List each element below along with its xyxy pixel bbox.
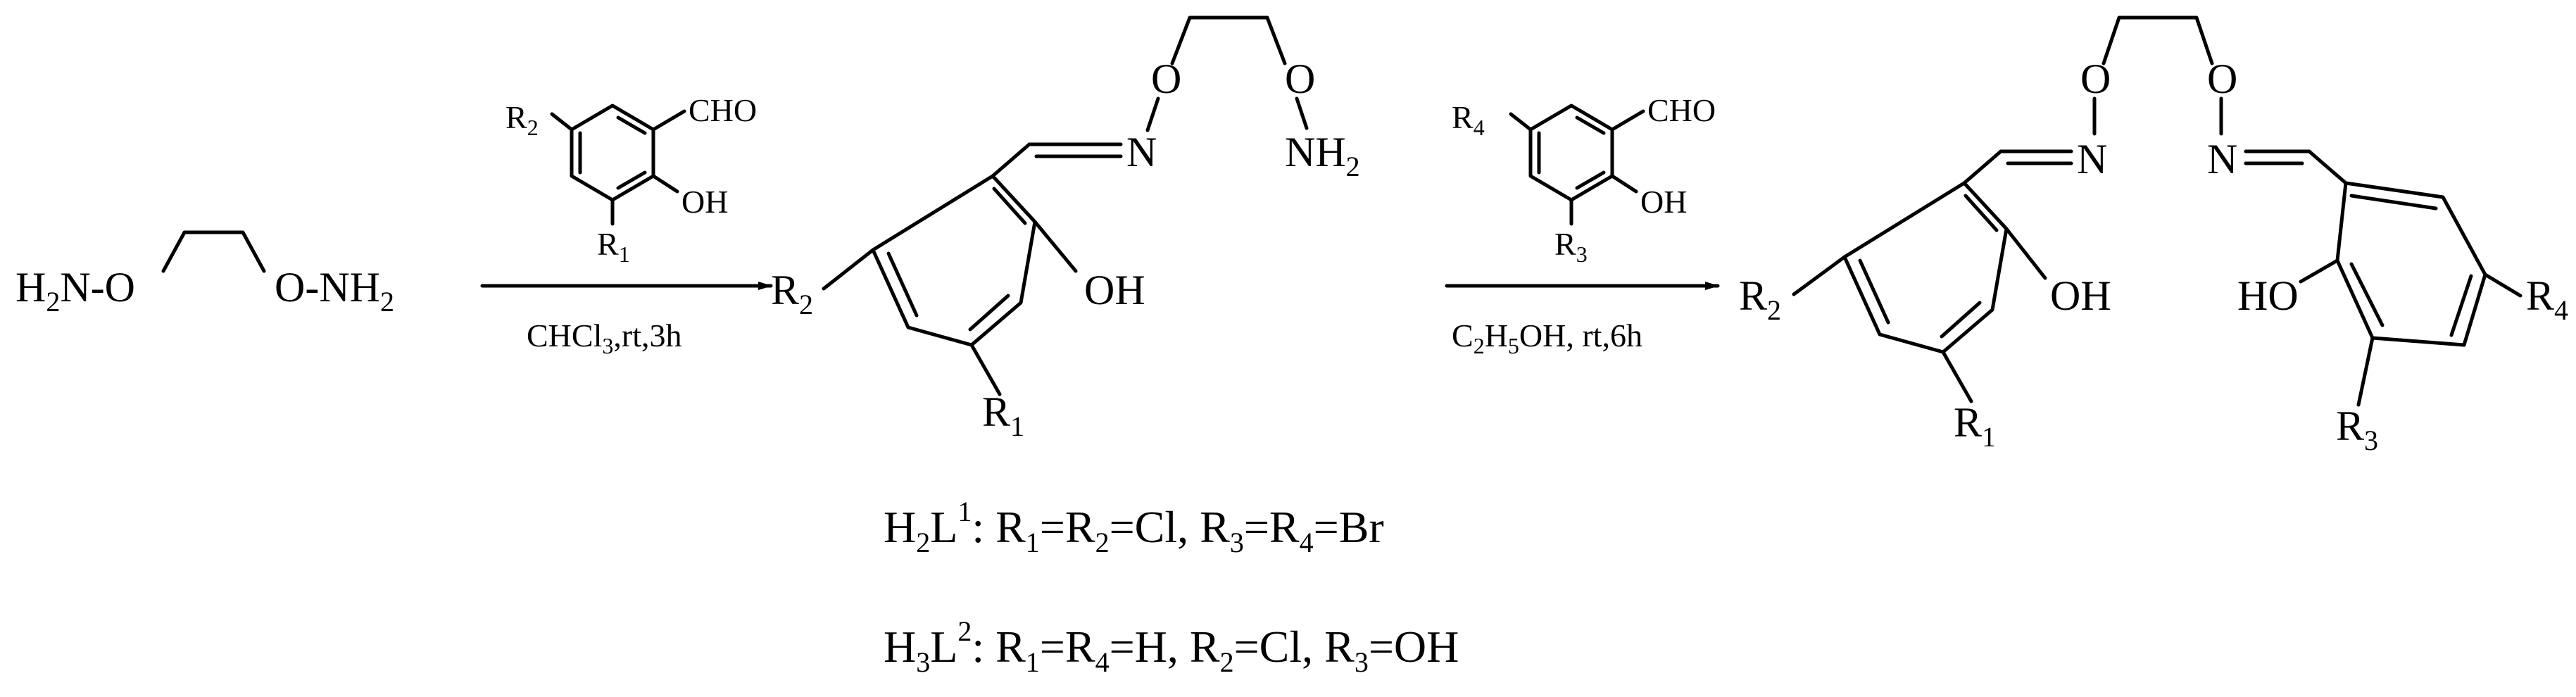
intermediate-r1-label: R1 bbox=[982, 389, 1024, 442]
intermediate-o1-label: O bbox=[1151, 56, 1181, 102]
conditions-2: C2H5OH, rt,6h bbox=[1452, 318, 1642, 358]
reagent2-oh-label: OH bbox=[1640, 184, 1687, 220]
intermediate: O N O NH2 OH R2 R1 bbox=[771, 15, 1360, 442]
start-right-group: O-NH2 bbox=[275, 264, 394, 318]
product-ho-label: HO bbox=[2237, 272, 2299, 319]
product-o-right-label: O bbox=[2207, 56, 2237, 102]
product-n-right-label: N bbox=[2207, 136, 2237, 182]
reagent-2: R4 CHO OH R3 bbox=[1452, 92, 1716, 267]
product-r1-label: R1 bbox=[1954, 399, 1996, 453]
intermediate-o2-label: O bbox=[1285, 56, 1315, 102]
reagent1-r1-label: R1 bbox=[597, 226, 630, 267]
definition-h2l1: H2L1: R1=R2=Cl, R3=R4=Br bbox=[884, 496, 1384, 558]
reagent1-r2-label: R2 bbox=[505, 99, 539, 140]
reagent2-r4-label: R4 bbox=[1452, 99, 1485, 140]
product-r2-label: R2 bbox=[1739, 272, 1781, 326]
definition-h3l2: H3L2: R1=R4=H, R2=Cl, R3=OH bbox=[884, 615, 1459, 678]
reagent2-cho-label: CHO bbox=[1647, 92, 1716, 128]
reagent2-r3-label: R3 bbox=[1554, 226, 1588, 267]
intermediate-oh-label: OH bbox=[1084, 267, 1145, 313]
start-ethylene-bridge bbox=[161, 230, 266, 273]
start-left-group: H2N-O bbox=[15, 264, 135, 318]
reagent1-oh-label: OH bbox=[681, 184, 728, 220]
substituent-definitions: H2L1: R1=R2=Cl, R3=R4=Br H3L2: R1=R4=H, … bbox=[884, 496, 1459, 678]
product-n-left-label: N bbox=[2077, 136, 2107, 182]
reagent-1: R2 CHO OH R1 bbox=[505, 92, 757, 267]
intermediate-nh2-label: NH2 bbox=[1285, 129, 1360, 182]
reagent1-cho-label: CHO bbox=[689, 92, 757, 128]
starting-material: H2N-O O-NH2 bbox=[15, 230, 394, 318]
product: O N O N OH HO R2 R1 R4 R3 bbox=[1739, 15, 2568, 456]
product-oh-label: OH bbox=[2050, 272, 2111, 319]
intermediate-n-label: N bbox=[1126, 129, 1157, 175]
intermediate-r2-label: R2 bbox=[771, 267, 813, 320]
conditions-1: CHCl3,rt,3h bbox=[527, 318, 681, 358]
product-r3-label: R3 bbox=[2336, 403, 2378, 456]
product-r4-label: R4 bbox=[2526, 272, 2568, 326]
product-o-left-label: O bbox=[2080, 56, 2111, 102]
